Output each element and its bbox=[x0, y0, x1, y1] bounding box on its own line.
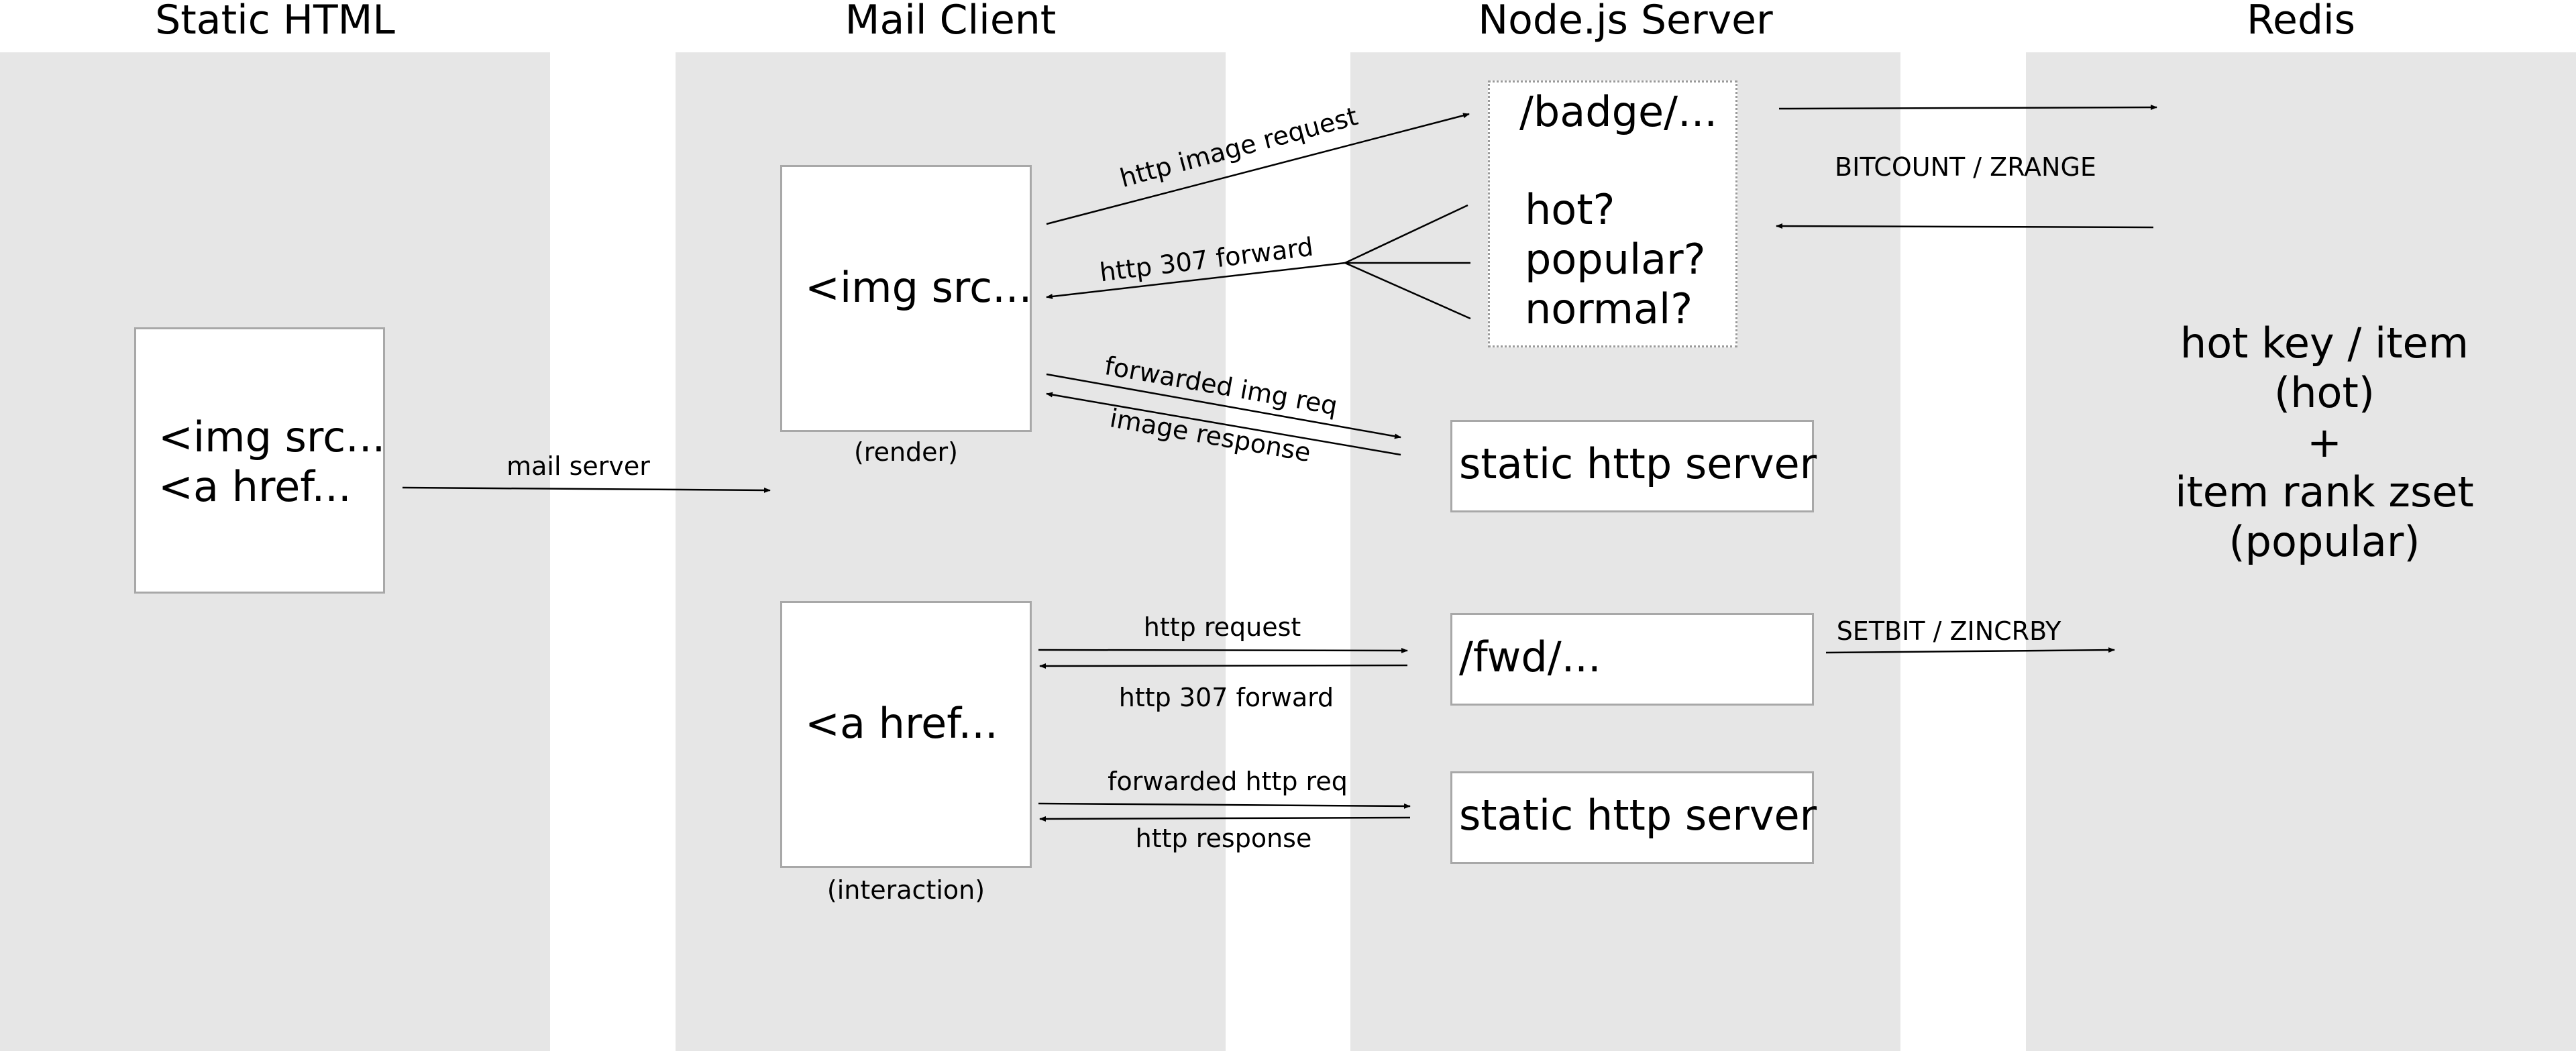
lane-title-mail-client: Mail Client bbox=[845, 0, 1057, 44]
arrow-forwarded-img-req bbox=[1046, 373, 1401, 439]
lane-redis bbox=[2026, 52, 2576, 1051]
static-http-server-interaction-label: static http server bbox=[1459, 791, 1817, 840]
badge-box bbox=[1488, 80, 1737, 347]
arrow-forwarded-http-req bbox=[1038, 802, 1411, 809]
static-a-href-text: <a href... bbox=[158, 462, 352, 511]
lane-title-static-html: Static HTML bbox=[155, 0, 395, 44]
fwd-label: /fwd/... bbox=[1459, 632, 1601, 681]
redis-note-hot: (hot) bbox=[2274, 368, 2375, 417]
label-http-image-request: http image request bbox=[1117, 101, 1361, 193]
label-bitcount-zrange: BITCOUNT / ZRANGE bbox=[1835, 152, 2096, 182]
label-forwarded-http-req: forwarded http req bbox=[1108, 767, 1348, 796]
badge-option-popular: popular? bbox=[1525, 235, 1706, 284]
redis-note-plus: + bbox=[2307, 418, 2342, 467]
label-http-request: http request bbox=[1144, 612, 1301, 642]
arrow-image-response bbox=[1046, 392, 1401, 456]
arrow-http-request bbox=[1038, 647, 1408, 653]
interaction-box bbox=[780, 601, 1032, 868]
label-mail-server: mail server bbox=[506, 451, 650, 481]
arrow-fwd-to-redis bbox=[1825, 647, 2115, 654]
arrow-badge-to-redis bbox=[1778, 105, 2157, 111]
arrow-http-307-forward-bottom bbox=[1039, 663, 1408, 669]
label-setbit-zincrby: SETBIT / ZINCRBY bbox=[1837, 616, 2061, 646]
badge-option-hot: hot? bbox=[1525, 185, 1615, 234]
static-img-src-text: <img src... bbox=[158, 412, 386, 461]
label-http-response: http response bbox=[1136, 824, 1312, 853]
badge-option-normal: normal? bbox=[1525, 284, 1693, 333]
label-http-307-forward-bottom: http 307 forward bbox=[1119, 683, 1334, 712]
static-html-box bbox=[134, 327, 385, 594]
render-box bbox=[780, 165, 1032, 432]
arrow-http-image-request bbox=[1046, 113, 1470, 225]
redis-note-popular: (popular) bbox=[2229, 517, 2420, 566]
static-http-server-render-label: static http server bbox=[1459, 439, 1817, 488]
render-caption: (render) bbox=[853, 437, 959, 467]
interaction-caption: (interaction) bbox=[826, 875, 985, 905]
interaction-a-href-text: <a href... bbox=[805, 699, 998, 748]
redis-note-rank-zset: item rank zset bbox=[2175, 467, 2474, 516]
arrow-http-307-forward-top bbox=[1046, 262, 1346, 299]
badge-title: /badge/... bbox=[1519, 87, 1718, 136]
static-http-server-render bbox=[1450, 420, 1814, 512]
arrow-redis-to-badge bbox=[1776, 223, 2154, 229]
redis-note-hot-key: hot key / item bbox=[2180, 319, 2469, 368]
static-http-server-interaction bbox=[1450, 771, 1814, 864]
arrow-http-response bbox=[1039, 816, 1411, 822]
render-img-src-text: <img src... bbox=[805, 263, 1032, 312]
lane-title-node-server: Node.js Server bbox=[1478, 0, 1773, 44]
fwd-box bbox=[1450, 613, 1814, 706]
lane-title-redis: Redis bbox=[2247, 0, 2355, 44]
label-image-response: image response bbox=[1108, 403, 1313, 467]
arrow-mail-server bbox=[402, 486, 771, 493]
fan-line-normal bbox=[1344, 262, 1471, 320]
fan-line-hot bbox=[1344, 204, 1468, 264]
